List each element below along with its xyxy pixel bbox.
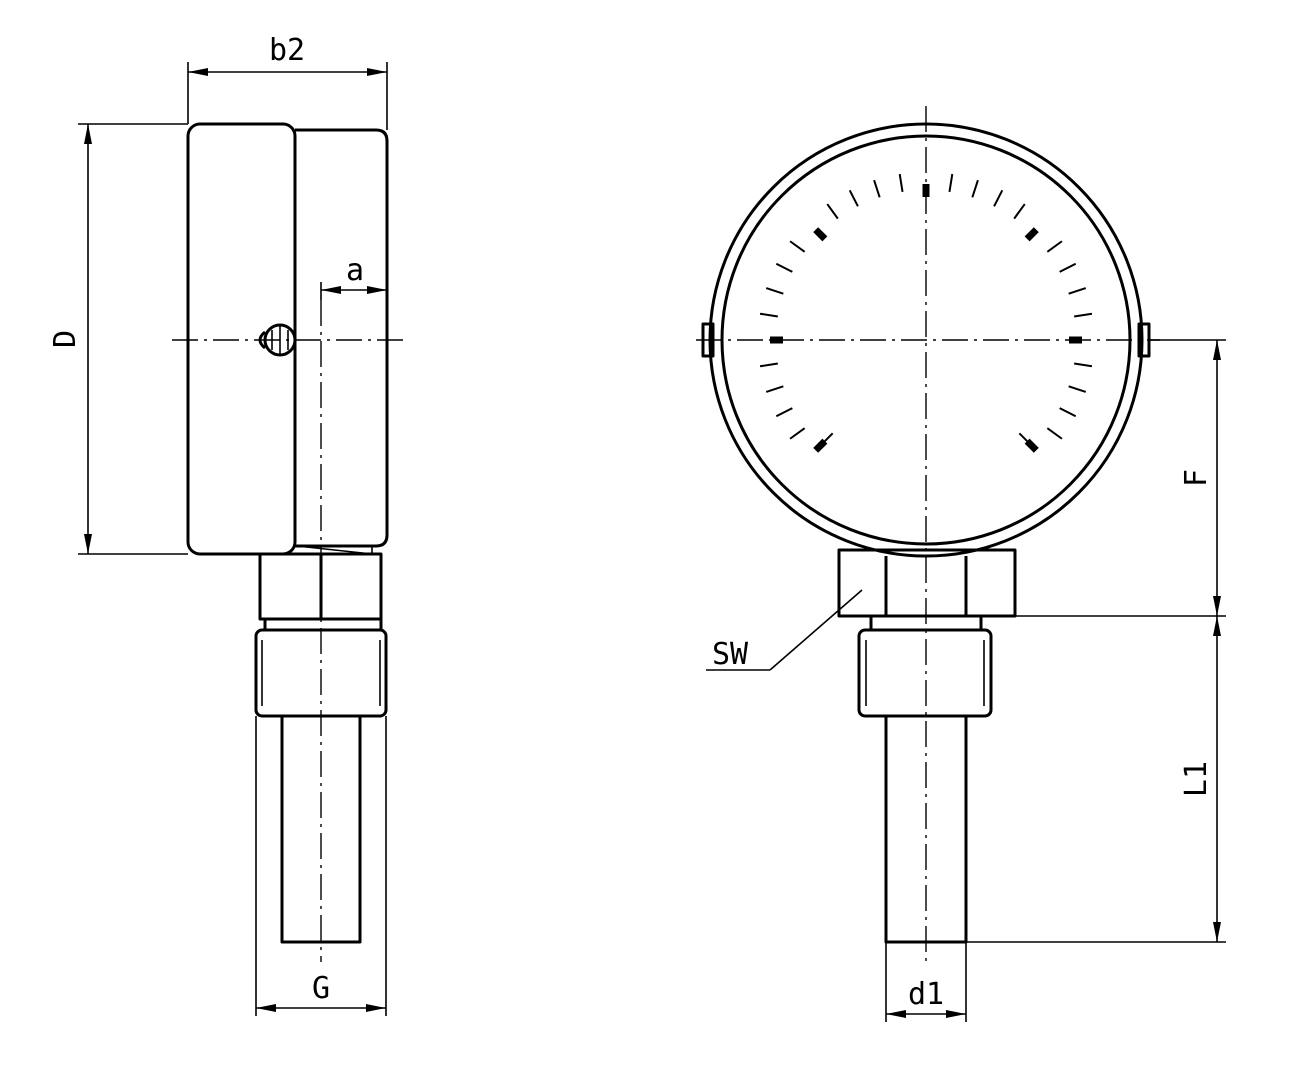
front-hex-nut	[837, 548, 1017, 618]
minor-tick	[1059, 262, 1077, 273]
major-tick	[1024, 227, 1039, 242]
front-view: F L1 d1 SW	[696, 106, 1226, 1022]
minor-tick	[1046, 427, 1063, 440]
minor-tick	[775, 407, 793, 418]
side-stem	[280, 716, 362, 944]
minor-tick	[1068, 287, 1087, 295]
dim-label-L1: L1	[1179, 761, 1214, 797]
minor-tick	[765, 385, 784, 393]
minor-tick	[1046, 240, 1063, 253]
major-tick	[813, 227, 828, 242]
minor-tick	[1073, 312, 1093, 318]
minor-tick	[898, 173, 904, 193]
dim-label-D: D	[48, 330, 83, 348]
minor-tick	[765, 287, 784, 295]
minor-tick	[848, 189, 859, 207]
side-view: b2 a D G	[48, 33, 406, 1016]
minor-tick	[789, 240, 806, 253]
minor-tick	[789, 427, 806, 440]
major-tick	[770, 336, 783, 344]
minor-tick	[759, 312, 779, 318]
minor-tick	[1059, 407, 1077, 418]
minor-tick	[1013, 203, 1026, 220]
sw-leader	[769, 589, 863, 671]
minor-tick	[759, 362, 779, 368]
end-stop-tick	[1018, 432, 1033, 447]
side-case	[295, 128, 389, 548]
dim-label-b2: b2	[269, 33, 305, 68]
minor-tick	[826, 203, 839, 220]
dim-label-d1: d1	[908, 977, 944, 1012]
minor-tick	[1068, 385, 1087, 393]
minor-tick	[971, 179, 979, 198]
end-stop-tick	[819, 432, 834, 447]
dim-label-SW: SW	[712, 637, 749, 672]
front-thread	[857, 628, 993, 718]
minor-tick	[993, 189, 1004, 207]
dial-scale	[759, 173, 1093, 453]
minor-tick	[775, 262, 793, 273]
minor-tick	[948, 173, 954, 193]
dim-label-F: F	[1179, 469, 1214, 487]
minor-tick	[873, 179, 881, 198]
dim-label-G: G	[312, 971, 330, 1006]
side-bezel	[186, 122, 297, 556]
minor-tick	[1073, 362, 1093, 368]
dim-label-a: a	[346, 253, 364, 288]
